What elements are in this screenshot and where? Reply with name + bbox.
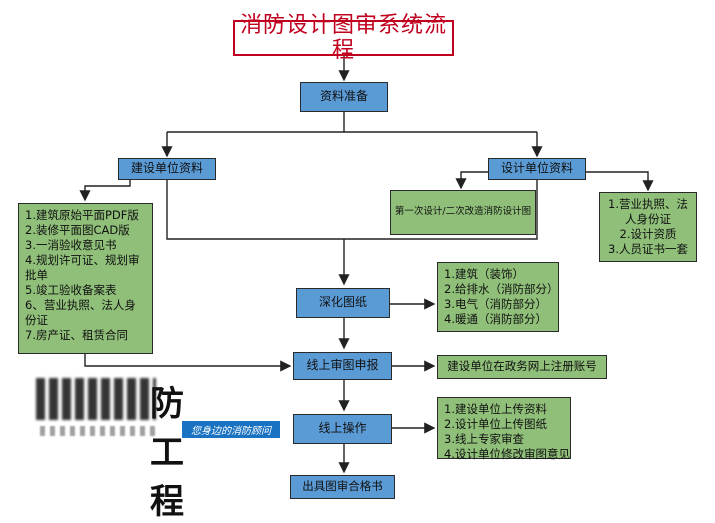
- list-item: 5.竣工验收备案表: [25, 283, 117, 297]
- arrow-docs-to-online-apply: [84, 354, 292, 372]
- deepen-item-list: 1.建筑（装饰） 2.给排水（消防部分） 3.电气（消防部分） 4.暖通（消防部…: [437, 262, 559, 332]
- node-redesign: 第一次设计/二次改造消防设计图: [390, 190, 536, 235]
- designer-doc-list: 1.营业执照、法 人身份证 2.设计资质 3.人员证书一套: [599, 192, 697, 262]
- node-deepen: 深化图纸: [296, 288, 390, 318]
- list-item: 1.建筑原始平面PDF版: [25, 208, 139, 222]
- flowchart: 消防设计图审系统流程 资料准备 建设单位资料 设计单位资料 第一次设计/二次改造…: [18, 13, 697, 522]
- list-item: 2.给排水（消防部分）: [444, 282, 559, 296]
- builder-doc-list: 1.建筑原始平面PDF版 2.装修平面图CAD版 3.一消验收意见书 4.规划许…: [18, 203, 153, 354]
- arrow-designer-to-docs: [585, 171, 654, 192]
- node-certificate: 出具图审合格书: [290, 475, 395, 499]
- list-item: 3.一消验收意见书: [25, 238, 117, 252]
- line-builder-merge: [166, 176, 344, 240]
- list-item: 2.装修平面图CAD版: [25, 223, 130, 237]
- node-online-op: 线上操作: [293, 414, 392, 444]
- register-note: 建设单位在政务网上注册账号: [437, 355, 607, 379]
- list-item: 2.设计资质: [619, 227, 677, 241]
- list-item: 批单: [25, 268, 48, 282]
- diagram-title: 消防设计图审系统流程: [233, 13, 454, 63]
- node-prepare: 资料准备: [300, 82, 388, 112]
- list-item: 1.建设单位上传资料: [444, 402, 547, 416]
- list-item: 份证: [25, 313, 48, 327]
- list-item: 4.设计单位修改审图意见: [444, 447, 570, 461]
- list-item: 3.人员证书一套: [608, 242, 688, 256]
- list-item: 3.电气（消防部分）: [444, 297, 547, 311]
- online-step-list: 1.建设单位上传资料 2.设计单位上传图纸 3.线上专家审查 4.设计单位修改审…: [437, 397, 571, 461]
- line-designer-merge: [344, 180, 538, 240]
- list-item: 4.暖通（消防部分）: [444, 312, 547, 326]
- node-builder: 建设单位资料: [118, 158, 216, 180]
- list-item: 3.线上专家审查: [444, 432, 524, 446]
- list-item: 人身份证: [625, 212, 671, 226]
- list-item: 1.营业执照、法: [608, 197, 688, 211]
- node-online-apply: 线上审图申报: [293, 352, 392, 380]
- list-item: 6、营业执照、法人身: [25, 298, 136, 312]
- list-item: 1.建筑（装饰）: [444, 267, 524, 281]
- connector-layer: [79, 56, 654, 474]
- list-item: 7.房产证、租赁合同: [25, 328, 128, 342]
- node-designer: 设计单位资料: [488, 158, 586, 180]
- arrow-designer-to-redesign: [455, 171, 490, 190]
- list-item: 2.设计单位上传图纸: [444, 417, 547, 431]
- arrow-builder-to-docs: [79, 176, 131, 202]
- list-item: 4.规划许可证、规划审: [25, 253, 140, 267]
